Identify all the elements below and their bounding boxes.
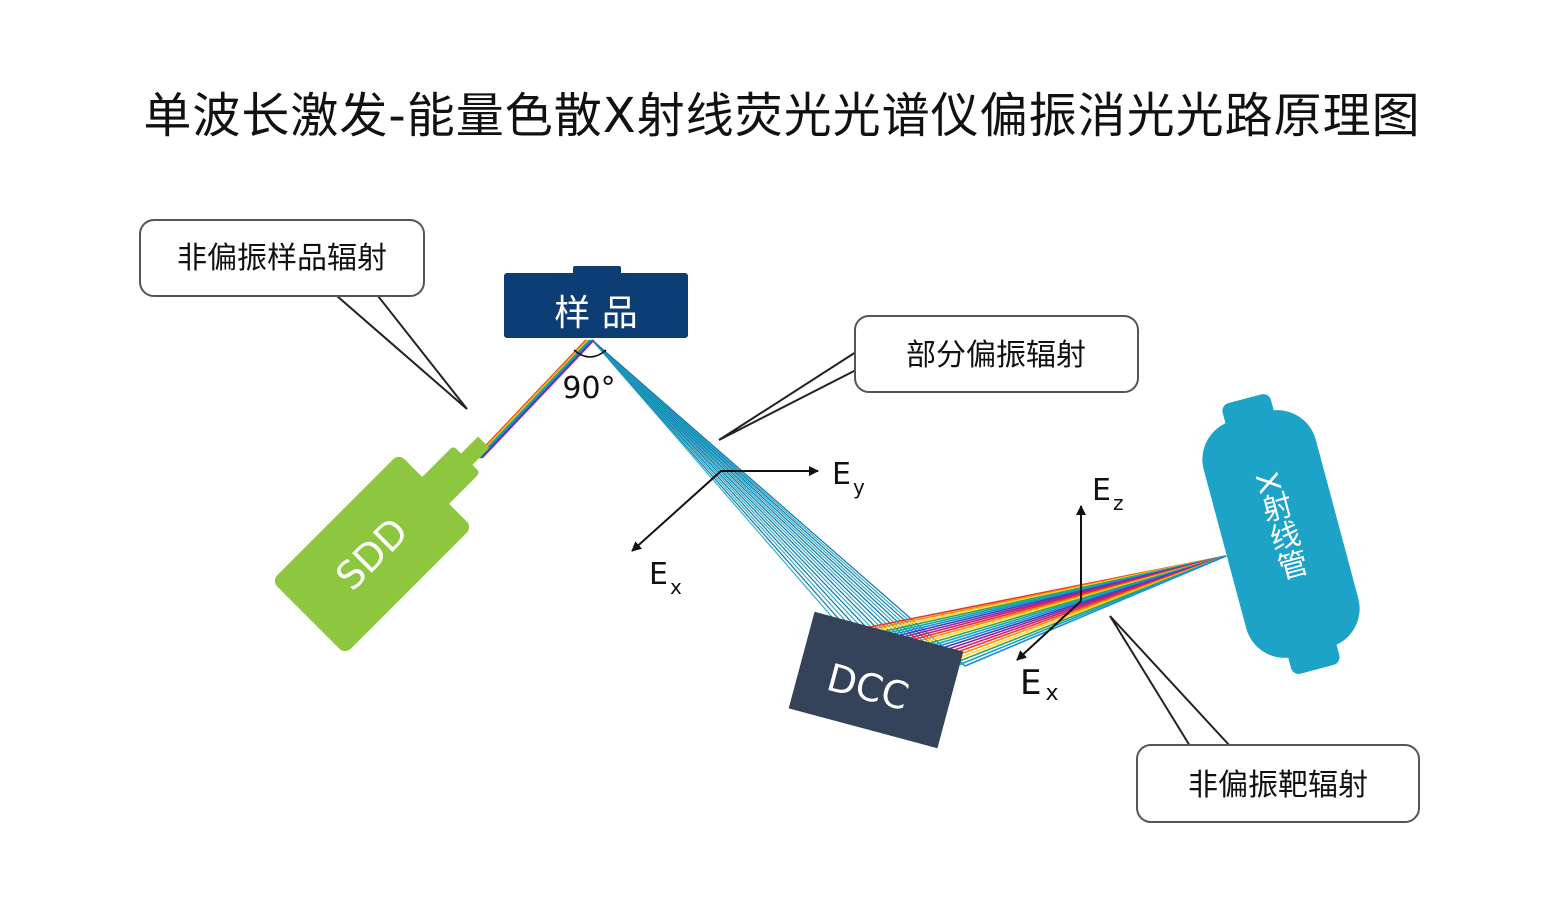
beam-ray — [591, 339, 874, 641]
angle-label: 90° — [562, 371, 615, 406]
tube-to-dcc-beam — [844, 555, 1227, 667]
dcc-to-sample-beam — [591, 339, 966, 667]
callout-sample-radiation-text: 非偏振样品辐射 — [177, 241, 387, 276]
sample-label: 样 品 — [554, 293, 637, 334]
beam-ray — [591, 339, 888, 645]
beam-ray — [478, 339, 592, 459]
beam-ray — [591, 339, 846, 633]
beam-ray — [474, 339, 588, 459]
beam-ray — [591, 339, 853, 635]
beam-ray — [480, 339, 594, 459]
beam-ray — [476, 339, 590, 459]
beam-ray — [591, 339, 966, 667]
dcc-crystal: DCC — [788, 611, 964, 749]
page-title: 单波长激发-能量色散X射线荧光光谱仪偏振消光光路原理图 — [143, 88, 1421, 144]
sample-to-sdd-beam — [473, 339, 595, 459]
angle-arc — [573, 349, 607, 358]
beam-ray — [591, 339, 860, 637]
callout-partial-polarized: 部分偏振辐射 — [718, 315, 1139, 441]
beam-ray — [479, 339, 593, 459]
callout-partial-polarized-text: 部分偏振辐射 — [906, 338, 1086, 373]
sdd-detector: SDD — [274, 436, 490, 652]
beam-ray — [591, 339, 867, 639]
beam-ray — [591, 339, 881, 643]
xray-tube: X射线管 — [1202, 394, 1360, 674]
callout-target-radiation: 非偏振靶辐射 — [1109, 615, 1420, 823]
callout-target-radiation-text: 非偏振靶辐射 — [1188, 768, 1368, 803]
beam-ray — [475, 339, 589, 459]
beam-ray — [964, 555, 1227, 667]
callout-sample-radiation: 非偏振样品辐射 — [139, 219, 468, 410]
beam-ray — [481, 339, 595, 459]
sample-block: 样 品 — [504, 266, 688, 338]
beam-ray — [473, 339, 587, 459]
